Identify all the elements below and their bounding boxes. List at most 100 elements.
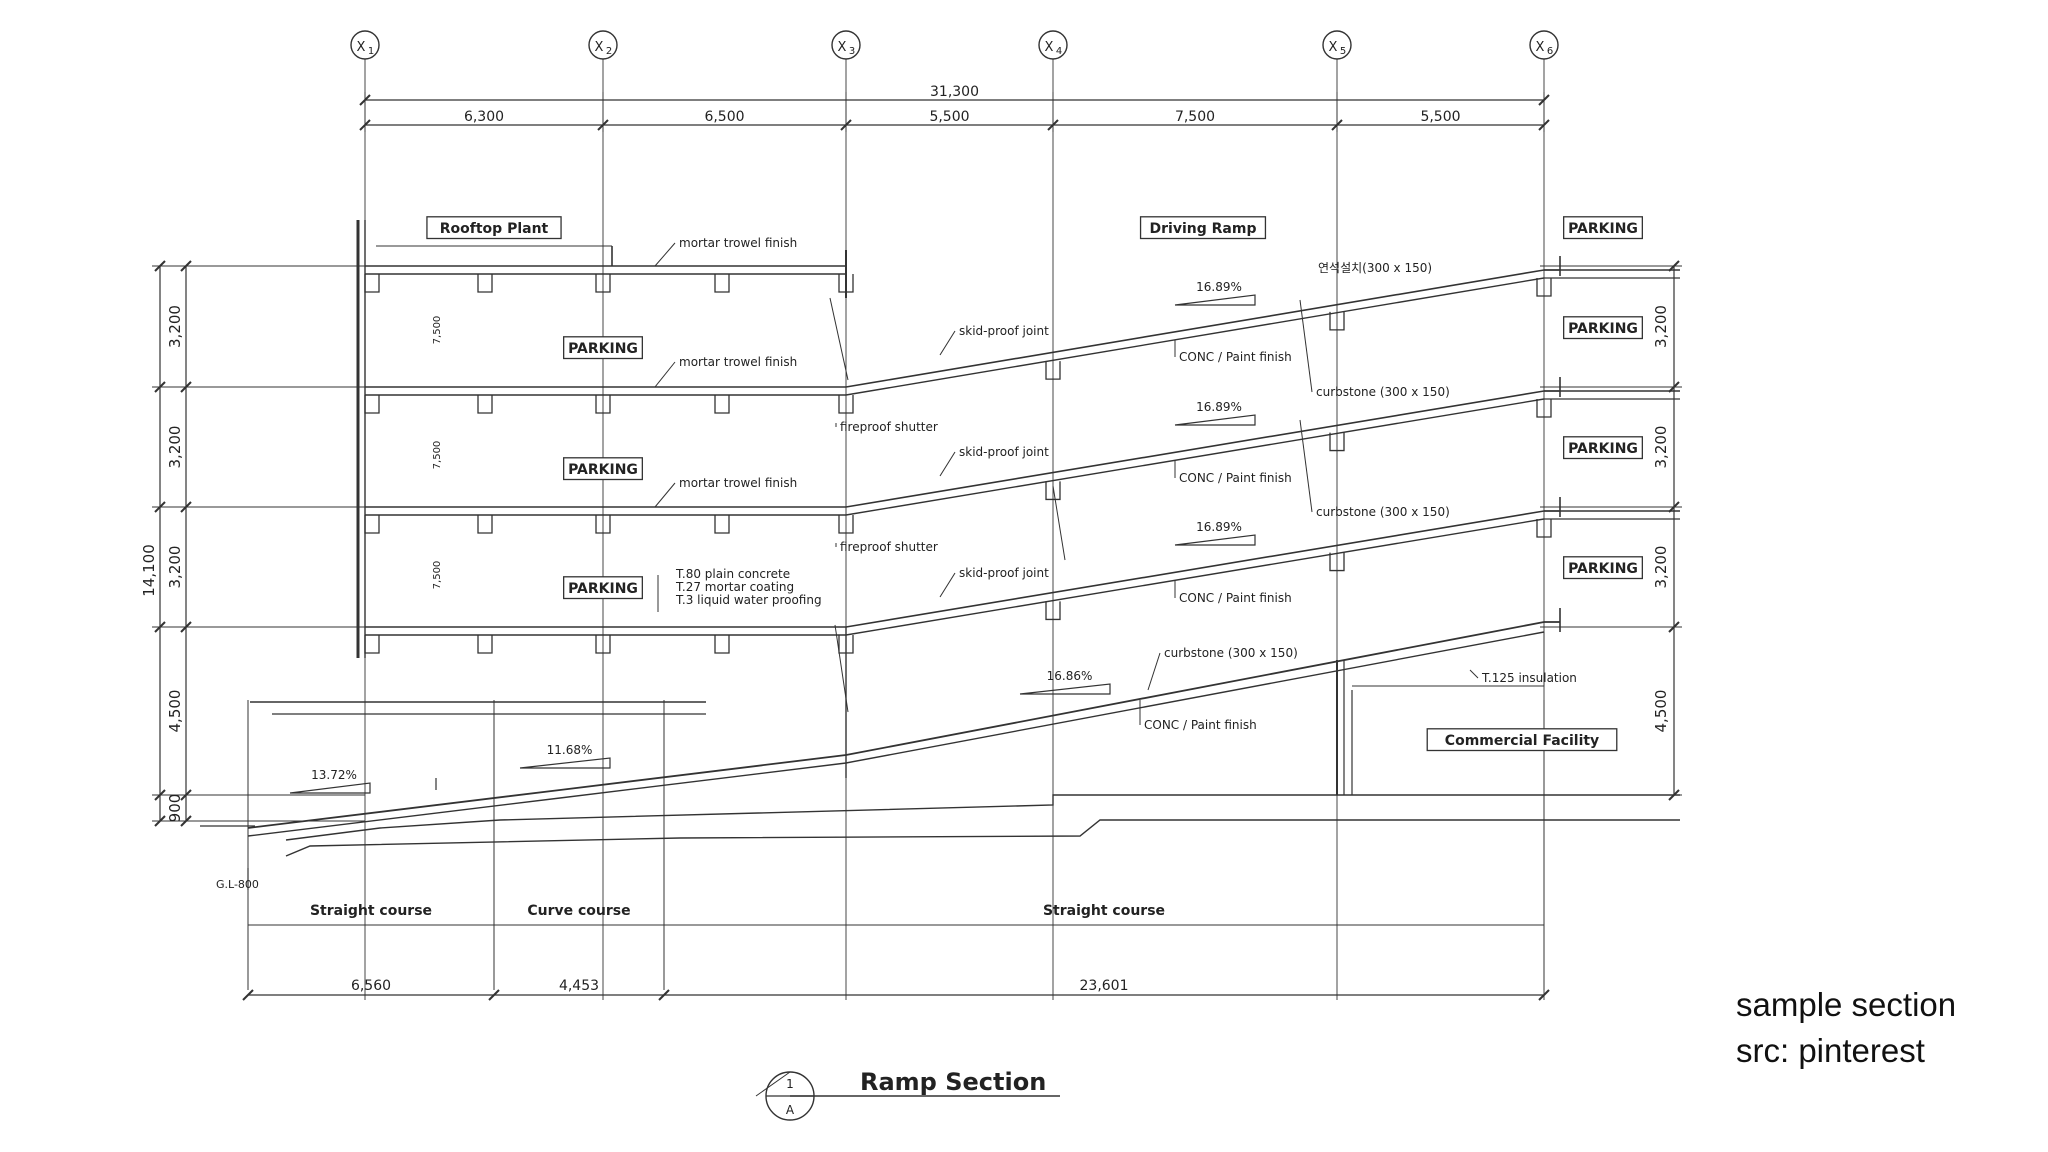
parking-beam [1536,519,1552,538]
course-label: Curve course [527,903,630,919]
slope-1: 16.89% [1196,280,1242,294]
right-storey-height-text: 4,500 [1652,690,1670,733]
slab-beam [364,274,380,293]
label-parking-right-1-box [1563,556,1643,580]
slab-beam [595,515,611,534]
note-insulation: T.125 insulation [1481,671,1577,685]
slab-beam [477,395,493,414]
note-shutter-2: fireproof shutter [840,540,938,554]
storey-height-text: 4,500 [166,690,184,733]
note-skid-2: skid-proof joint [959,445,1049,459]
grid-axis-label: X [1045,40,1054,55]
slope-5: 11.68% [547,743,593,757]
note-conc-3: CONC / Paint finish [1179,591,1292,605]
label-rooftop-plant: Rooftop Plant [440,221,549,237]
dimension-tick [180,621,192,633]
slope-3: 16.89% [1196,520,1242,534]
dimension-tick [180,381,192,393]
dimension-tick [359,94,371,106]
dimension-tick [597,119,609,131]
slope-1-triangle [1174,294,1256,306]
slab-beam [364,515,380,534]
dimension-tick [154,501,166,513]
ramp-beam [1045,361,1061,380]
dimension-tick [840,119,852,131]
bay-dimension-text: 6,500 [704,109,744,125]
bay-dimension-text: 6,300 [464,109,504,125]
slab-beam [364,395,380,414]
grid-axis-number: 4 [1056,46,1062,57]
note-mortar-3-leader [654,482,676,508]
section-marker-arrow [755,1071,791,1097]
bay-dimension-text: 7,500 [1175,109,1215,125]
label-parking-3: PARKING [568,341,638,357]
grid-axis-label: X [595,40,604,55]
inner-dim: 7,500 [432,441,443,470]
grid-axis-label: X [1536,40,1545,55]
note-mortar-1: mortar trowel finish [679,236,797,250]
label-parking-right-1: PARKING [1568,561,1638,577]
storey-height-text: 3,200 [166,305,184,348]
dimension-tick [1538,119,1550,131]
dimension-tick [154,381,166,393]
course-dimension-text: 6,560 [351,978,391,994]
dimension-tick [154,789,166,801]
commercial-ceiling [1352,632,1545,687]
note-curbstone-3: curbstone (300 x 150) [1164,646,1298,660]
note-curbstone-top: 연석설치(300 x 150) [1318,261,1432,275]
dimension-tick [180,789,192,801]
shutter-leader-2 [1052,485,1066,561]
note-skid-3-leader [939,572,956,598]
course-label: Straight course [310,903,432,919]
note-skid-3: skid-proof joint [959,566,1049,580]
label-parking-right-3-box [1563,316,1643,340]
grid-axis-number: 5 [1340,46,1346,57]
grid-axis-number: 6 [1547,46,1553,57]
note-mortar-2: mortar trowel finish [679,355,797,369]
driving-ramp-bottom [845,277,1545,396]
grid-bubble-X4 [1038,30,1068,60]
course-dimension-text: 4,453 [559,978,599,994]
dimension-tick [180,501,192,513]
caption-line-2: src: pinterest [1736,1032,1925,1069]
caption-line-1: sample section [1736,986,1957,1023]
slab-beam [714,515,730,534]
slab-beam [595,274,611,293]
dimension-tick [1668,621,1680,633]
bay-dimension-text: 5,500 [1420,109,1460,125]
grid-bubble-X5 [1322,30,1352,60]
section-marker-sheet: A [786,1103,795,1117]
label-parking-2: PARKING [568,462,638,478]
section-marker-number: 1 [786,1077,794,1091]
dimension-tick [154,260,166,272]
slope-6-triangle [289,782,371,794]
inner-dim: 7,500 [432,561,443,590]
slope-2: 16.89% [1196,400,1242,414]
grid-axis-label: X [838,40,847,55]
label-rooftop-plant-box [426,216,562,240]
note-mortar-2-leader [654,361,676,388]
storey-height-text: 3,200 [166,426,184,469]
label-commercial-facility-box [1426,728,1618,752]
note-curbstone-3-leader [1147,652,1161,691]
section-geometry [152,30,1682,1121]
note-skid-1: skid-proof joint [959,324,1049,338]
label-parking-right-4-box [1563,216,1643,240]
slope-6: 13.72% [311,768,357,782]
course-dimension-text: 23,601 [1080,978,1129,994]
slab-beam [714,395,730,414]
note-shutter-1: fireproof shutter [840,420,938,434]
note-conc-2: CONC / Paint finish [1179,471,1292,485]
note-layer: T.80 plain concrete [675,567,790,581]
slab-beam [714,635,730,654]
label-parking-2-box [563,457,643,481]
ramp-beam [1329,552,1345,572]
slope-3-triangle [1174,534,1256,546]
right-storey-height-text: 3,200 [1652,426,1670,469]
note-curbstone-2: curbstone (300 x 150) [1316,505,1450,519]
slab-beam [477,635,493,654]
grid-bubble-X3 [831,30,861,60]
section-title: Ramp Section [860,1068,1046,1096]
slab-beam [714,274,730,293]
